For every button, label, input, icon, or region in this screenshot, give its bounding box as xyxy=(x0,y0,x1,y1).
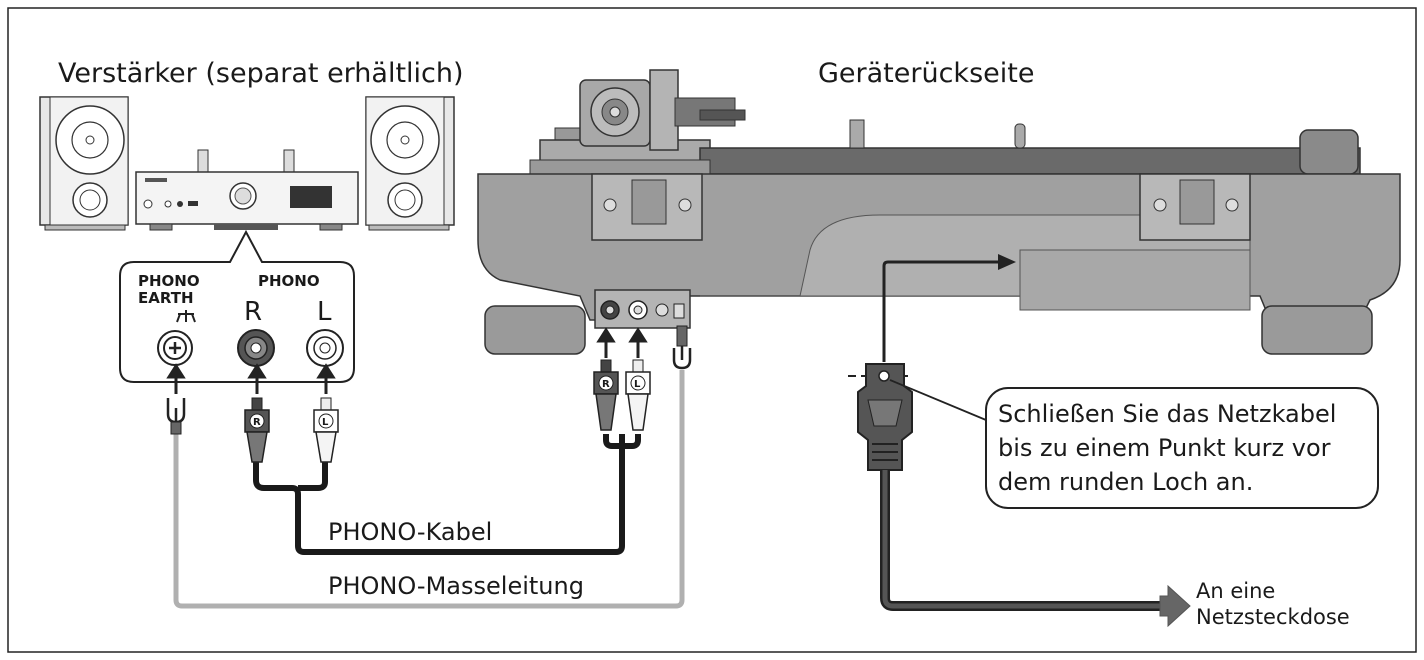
amplifier-label: Verstärker (separat erhältlich) xyxy=(58,58,464,89)
tt-plug-r-letter: R xyxy=(602,379,610,390)
phono-ground-wire xyxy=(173,370,685,609)
phono-cable-label: PHONO-Kabel xyxy=(328,518,492,546)
platter xyxy=(699,147,1361,175)
rear-side-label: Geräterückseite xyxy=(818,58,1034,89)
callout-line-2: bis zu einem Punkt kurz vor xyxy=(998,434,1331,462)
tonearm xyxy=(539,69,746,163)
amp-plug-l-letter: L xyxy=(322,417,329,428)
amp-input-arrows xyxy=(166,363,336,394)
amp-plug-r-letter: R xyxy=(253,417,261,428)
callout-line-3: dem runden Loch an. xyxy=(998,468,1253,496)
turntable-rca-plug-l: L xyxy=(625,359,651,431)
power-insert-arrow xyxy=(882,260,1000,362)
right-foot xyxy=(1261,305,1373,355)
outlet-label-2: Netzsteckdose xyxy=(1196,605,1350,629)
amplifier-unit xyxy=(135,149,359,231)
amp-rca-plug-r: R xyxy=(244,397,270,463)
earth-symbol-icon xyxy=(176,310,196,323)
turntable-spade-connector xyxy=(672,325,692,370)
turntable xyxy=(477,69,1401,355)
jack-r-label: R xyxy=(244,297,262,327)
right-speaker xyxy=(365,96,455,231)
callout-box xyxy=(985,387,1379,509)
earth-terminal xyxy=(157,330,193,366)
amplifier-system xyxy=(39,96,455,231)
amp-spade-connector xyxy=(166,398,186,435)
phono-label: PHONO xyxy=(258,272,320,290)
jack-l-label: L xyxy=(317,297,332,327)
amp-rca-plug-l: L xyxy=(313,397,339,463)
phono-ground-label: PHONO-Masseleitung xyxy=(328,572,584,600)
callout-pointer xyxy=(889,379,987,421)
phono-earth-label-1: PHONO xyxy=(138,272,200,290)
turntable-rca-plug-r: R xyxy=(593,359,619,431)
tt-plug-l-letter: L xyxy=(634,379,641,390)
callout-line-1: Schließen Sie das Netzkabel xyxy=(998,400,1336,428)
outlet-label-1: An eine xyxy=(1196,579,1275,603)
left-foot xyxy=(484,305,586,355)
left-speaker xyxy=(39,96,129,231)
amplifier-jack-panel: PHONO EARTH PHONO R L xyxy=(119,229,355,383)
phono-l-jack xyxy=(306,329,344,367)
outlet-arrow-icon xyxy=(1159,584,1191,628)
phono-earth-label-2: EARTH xyxy=(138,289,194,307)
phono-r-jack xyxy=(237,329,275,367)
turntable-input-arrows xyxy=(596,327,648,358)
phono-cable-line xyxy=(253,434,625,555)
